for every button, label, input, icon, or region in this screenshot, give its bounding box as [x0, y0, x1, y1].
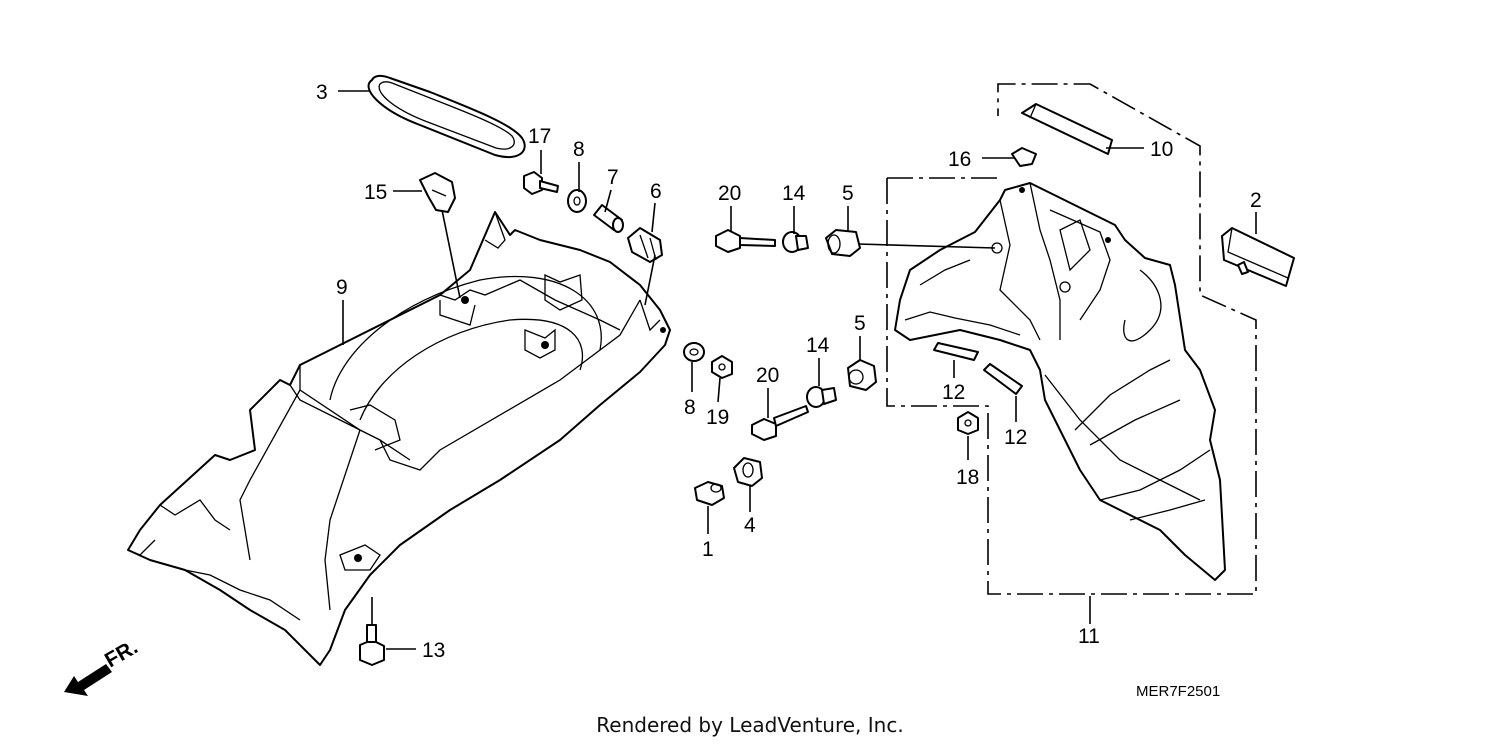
callout-1: 1	[702, 538, 714, 561]
part-washer-14a	[782, 231, 809, 253]
callout-2: 2	[1250, 189, 1262, 212]
callout-19: 19	[706, 406, 729, 429]
part-clip-15	[419, 172, 456, 213]
callout-5a: 5	[842, 182, 854, 205]
part-collar-7	[593, 204, 624, 233]
part-bolt-17	[523, 171, 559, 195]
part-bolt-20b	[751, 405, 809, 441]
front-direction-arrow-icon	[64, 661, 112, 696]
callout-4: 4	[744, 514, 756, 537]
callout-10: 10	[1150, 138, 1173, 161]
part-bolt-20a	[715, 229, 776, 253]
part-clip-16	[1011, 147, 1037, 167]
callout-7: 7	[607, 166, 619, 189]
part-washer-14b	[806, 386, 837, 408]
part-grommet-5a	[825, 229, 861, 257]
part-band	[367, 74, 526, 158]
callout-12b: 12	[1004, 426, 1027, 449]
callout-6: 6	[650, 180, 662, 203]
callout-14a: 14	[782, 182, 806, 205]
callout-9: 9	[336, 276, 348, 299]
callout-labels: 1 2 3 4 5 5 6 7 8 8 9 10 11 12 12 13 14 …	[316, 81, 1262, 662]
part-nut-18	[957, 411, 979, 435]
part-washer-8b	[683, 342, 705, 362]
leader-lines	[338, 90, 1257, 650]
callout-17: 17	[528, 125, 551, 148]
part-rear-fender	[894, 182, 1226, 581]
assembly-boundary-lines	[886, 83, 1257, 595]
diagram-code: MER7F2501	[1136, 683, 1220, 700]
callout-12a: 12	[942, 381, 965, 404]
callout-11: 11	[1078, 625, 1100, 648]
callout-8a: 8	[573, 138, 585, 161]
part-grommet-6	[627, 227, 663, 263]
part-pad-12a	[933, 342, 979, 361]
part-bolt-13	[359, 624, 385, 666]
callout-20a: 20	[718, 182, 741, 205]
part-strip-10	[1021, 103, 1113, 155]
part-grommet-5b	[847, 359, 877, 391]
callout-20b: 20	[756, 364, 779, 387]
callout-15: 15	[364, 181, 387, 204]
part-nut-19	[711, 355, 733, 379]
credit-text: Rendered by LeadVenture, Inc.	[596, 713, 904, 737]
part-inner-fender	[127, 211, 671, 666]
callout-16: 16	[948, 148, 971, 171]
part-reflector-2	[1221, 227, 1295, 287]
part-pad-12b	[983, 363, 1023, 395]
callout-3: 3	[316, 81, 328, 104]
callout-5b: 5	[854, 312, 866, 335]
callout-13: 13	[422, 639, 445, 662]
callout-18: 18	[956, 466, 979, 489]
part-grommet-4	[733, 457, 763, 487]
part-collar-1	[694, 481, 725, 506]
part-washer-8a	[567, 189, 587, 213]
callout-14b: 14	[806, 334, 830, 357]
callout-8b: 8	[684, 396, 696, 419]
